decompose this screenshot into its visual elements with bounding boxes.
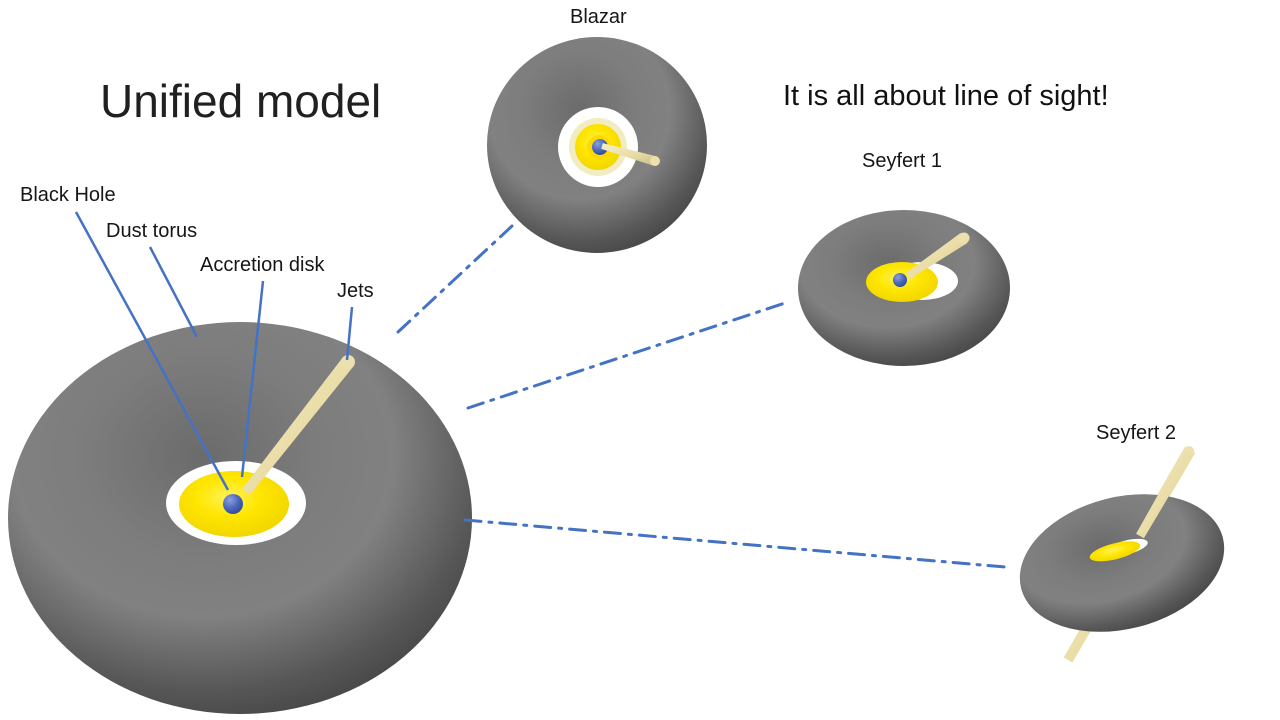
- seyfert2-jet-front: [1136, 450, 1193, 539]
- label-seyfert-1: Seyfert 1: [862, 150, 943, 172]
- unified-torus: [8, 322, 472, 714]
- pointer-line-accretion-disk: [240, 280, 265, 478]
- seyfert1-jet-tip: [958, 232, 970, 244]
- line-of-sight-blazar: [396, 224, 514, 334]
- seyfert1-jet: [906, 233, 968, 279]
- line-of-sight-seyfert2: [463, 518, 1007, 569]
- label-dust-torus: Dust torus: [106, 220, 198, 242]
- pointer-line-dust-torus: [148, 246, 199, 338]
- label-accretion-disk: Accretion disk: [200, 254, 325, 276]
- blazar-jet: [601, 143, 657, 166]
- label-seyfert-2: Seyfert 2: [1096, 422, 1177, 444]
- blazar-jet-tip: [650, 156, 660, 166]
- jet-shape: [242, 357, 354, 496]
- blazar-torus: [487, 37, 707, 253]
- line-of-sight-seyfert1: [466, 300, 790, 410]
- black-hole-dot: [223, 494, 243, 514]
- label-jets: Jets: [337, 280, 374, 302]
- blazar-black-hole-dot: [592, 139, 608, 155]
- seyfert1-black-hole-dot: [893, 273, 907, 287]
- seyfert1-torus: [798, 210, 1010, 366]
- pointer-line-black-hole: [74, 211, 230, 491]
- label-blazar: Blazar: [570, 6, 627, 28]
- jet-tip: [341, 355, 355, 369]
- page-title: Unified model: [100, 75, 382, 127]
- label-black-hole: Black Hole: [20, 184, 116, 206]
- seyfert2-disk: [1089, 541, 1141, 562]
- seyfert2-torus-body: [1019, 494, 1225, 632]
- subtitle: It is all about line of sight!: [783, 80, 1109, 112]
- pointer-line-jets: [345, 306, 354, 361]
- seyfert2-torus: [1019, 446, 1225, 663]
